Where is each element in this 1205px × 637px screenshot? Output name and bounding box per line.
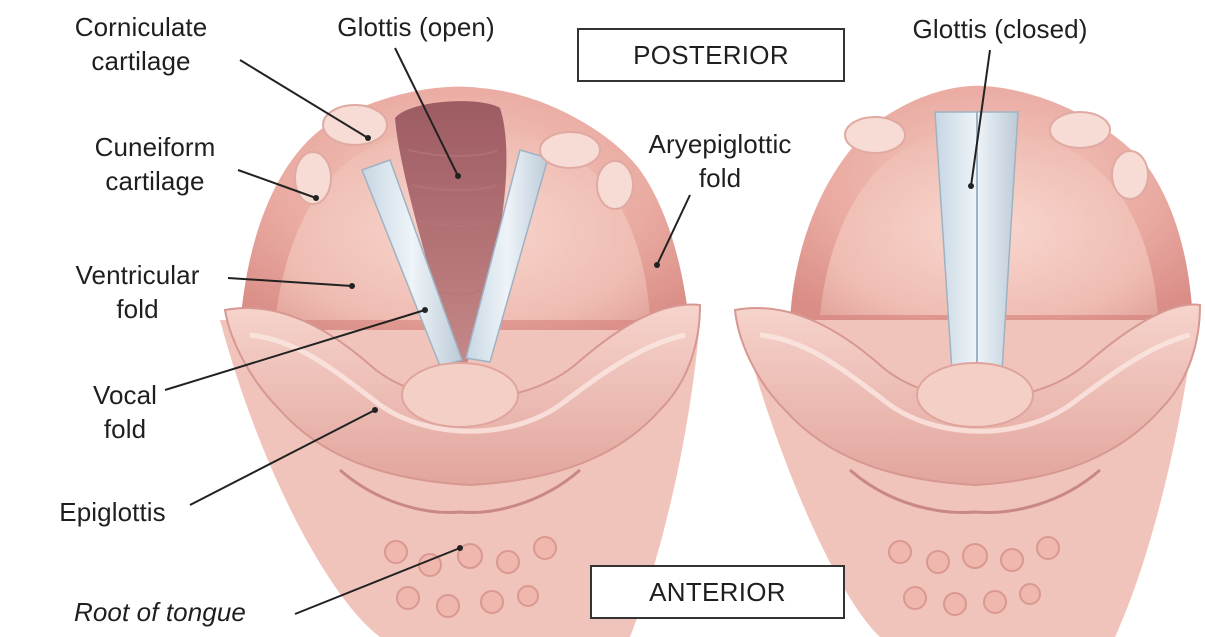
label-glottis-closed: Glottis (closed) (880, 12, 1120, 46)
label-epiglottis: Epiglottis (30, 495, 195, 529)
label-glottis-open: Glottis (open) (306, 10, 526, 44)
label-root-of-tongue: Root of tongue (30, 595, 290, 629)
posterior-box: POSTERIOR (577, 28, 845, 82)
label-vocal-fold: Vocal fold (55, 378, 195, 446)
label-corniculate-cartilage: Corniculate cartilage (46, 10, 236, 78)
label-cuneiform-cartilage: Cuneiform cartilage (60, 130, 250, 198)
leader-corniculate (240, 60, 368, 138)
anterior-box: ANTERIOR (590, 565, 845, 619)
label-aryepiglottic-fold: Aryepiglottic fold (615, 127, 825, 195)
label-ventricular-fold: Ventricular fold (45, 258, 230, 326)
